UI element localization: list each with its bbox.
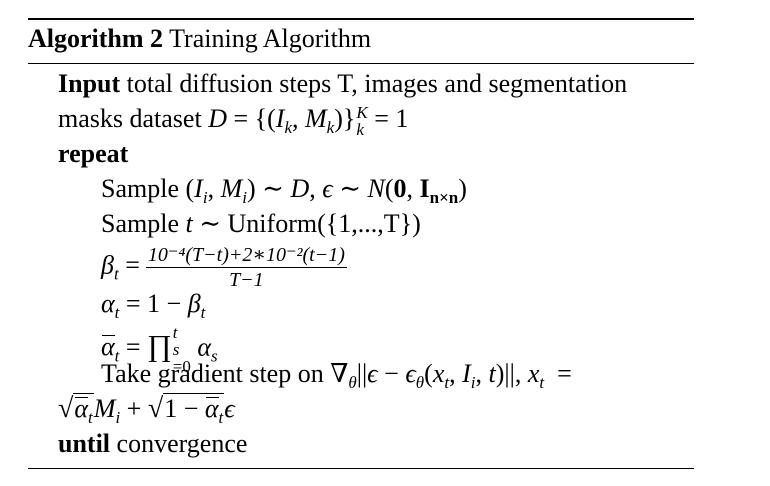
repeat-line: repeat [58,139,128,169]
beta-line: βt =10⁻⁴(T−t)+2∗10⁻²(t−1)T−1 [101,244,347,291]
top-rule [28,18,694,20]
repeat-keyword: repeat [58,139,129,168]
header-rule [28,63,694,64]
take-gradient-text: Take gradient step on [101,359,331,388]
gradient-line: Take gradient step on ∇θ||ϵ − ϵθ(xt, Ii,… [101,359,572,392]
beta-fraction: 10⁻⁴(T−t)+2∗10⁻²(t−1)T−1 [145,244,347,291]
algorithm-label: Algorithm 2 [28,24,164,53]
beta-numerator: 10⁻⁴(T−t)+2∗10⁻²(t−1) [145,244,347,268]
dataset-text: masks dataset [58,104,209,133]
beta-denominator: T−1 [229,269,264,291]
alpha-line: αt = 1 − βt [101,289,206,322]
sample-word-2: Sample [101,209,186,238]
sample-formula: (Ii, Mi) ∼ D, ϵ ∼ N(0, In×n) [185,174,467,207]
input-line-1: Input total diffusion steps T, images an… [58,69,627,99]
until-text: convergence [110,429,248,458]
algorithm-caption: Algorithm 2 Training Algorithm [28,24,371,54]
bottom-rule [28,468,694,469]
input-description: total diffusion steps T, images and segm… [120,69,628,98]
algorithm-title: Training Algorithm [169,24,372,53]
input-keyword: Input [58,69,121,98]
uniform-text: Uniform({1,...,T}) [227,209,421,238]
sample-timestep-line: Sample t ∼ Uniform({1,...,T}) [101,209,421,238]
sample-word: Sample [101,174,186,203]
until-keyword: until [58,429,111,458]
until-line: until convergence [58,429,247,459]
sample-image-line: Sample (Ii, Mi) ∼ D, ϵ ∼ N(0, In×n) [101,174,467,213]
gradient-line-continued: √αtMi + √1 − αtϵ [58,393,235,427]
